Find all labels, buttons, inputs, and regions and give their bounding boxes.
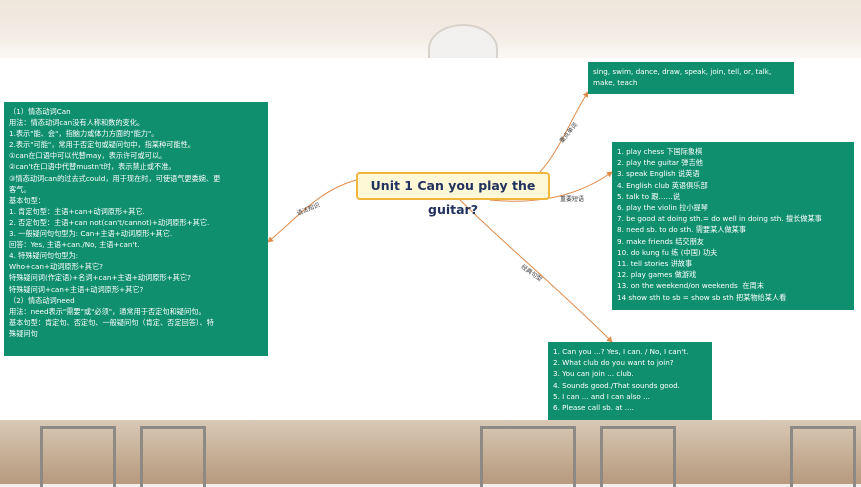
phrase-line: 1. play chess 下国际象棋: [617, 147, 703, 156]
grammar-line: （1）情态动词Can: [9, 107, 71, 116]
chair-image: [40, 426, 116, 487]
grammar-line: 回答：Yes, 主语+can./No, 主语+can't.: [9, 240, 140, 250]
grammar-line: 客气。: [9, 184, 31, 194]
phrase-line: 3. speak English 说英语: [617, 169, 700, 179]
phrase-line: 2. play the guitar 弹吉他: [617, 158, 703, 168]
phrase-line: 4. English club 英语俱乐部: [617, 180, 708, 190]
phrase-line: 7. be good at doing sth.= do well in doi…: [617, 214, 822, 224]
phrases-connector: [489, 171, 613, 202]
grammar-line: 基本句型：肯定句、否定句、一般疑问句（肯定、否定回答）、特: [9, 317, 214, 327]
sentence-line: 4. Sounds good./That sounds good.: [553, 380, 680, 390]
phrase-line: 10. do kung fu 练 (中国) 功夫: [617, 247, 718, 257]
sentence-line: 3. You can join ... club.: [553, 369, 634, 379]
phrase-line: 13. on the weekend/on weekends 在周末: [617, 281, 764, 291]
sentence-line: 1. Can you ...? Yes, I can. / No, I can'…: [553, 347, 689, 356]
grammar-line: 1.表示"能、会"，指脑力或体力方面的"能力"。: [9, 129, 159, 139]
grammar-line: 2.表示"可能"，常用于否定句或疑问句中，指某种可能性。: [9, 140, 195, 150]
grammar-line: ①can在口语中可以代替may，表示许可或可以。: [9, 151, 167, 161]
grammar-line: ②can't在口语中代替mustn't时，表示禁止或不准。: [9, 162, 176, 172]
vocab-connector: [539, 91, 589, 173]
grammar-knowledge-box[interactable]: （1）情态动词Can 用法：情态动词can没有人称和数的变化。 1.表示"能、会…: [4, 102, 268, 356]
phrase-line: 11. tell stories 讲故事: [617, 259, 693, 269]
sentence-line: 5. I can ... and I can also ...: [553, 391, 650, 401]
grammar-connector: [267, 179, 357, 243]
grammar-line: Who+can+动词原形+其它?: [9, 262, 103, 272]
grammar-line: 4. 特殊疑问句句型为:: [9, 251, 79, 261]
sentence-line: 6. Please call sb. at ....: [553, 403, 634, 413]
sentence-line: 2. What club do you want to join?: [553, 358, 674, 368]
key-words-box[interactable]: sing, swim, dance, draw, speak, join, te…: [588, 62, 794, 94]
grammar-line: 3. 一般疑问句句型为: Can+主语+动词原形+其它.: [9, 229, 173, 239]
grammar-line: 1. 肯定句型：主语+can+动词原形+其它.: [9, 206, 145, 216]
vocab-line: make, teach: [593, 78, 638, 87]
grammar-line: 殊疑问句: [9, 328, 38, 338]
key-phrases-box[interactable]: 1. play chess 下国际象棋 2. play the guitar 弹…: [612, 142, 854, 310]
classroom-floor-background: [0, 420, 861, 484]
chair-image: [790, 426, 856, 487]
central-topic[interactable]: Unit 1 Can you play the guitar?: [356, 172, 550, 217]
chair-image: [600, 426, 676, 487]
grammar-line: 基本句型：: [9, 195, 45, 205]
sentences-connector: [459, 199, 613, 343]
phrases-branch-label: 重要短语: [560, 196, 585, 203]
grammar-line: （2）情态动词need: [9, 295, 75, 305]
grammar-line: ③情态动词can的过去式could，用于现在时，可使语气更委婉、更: [9, 173, 221, 183]
grammar-line: 特殊疑问词(作定语)+名词+can+主语+动词原形+其它?: [9, 273, 191, 283]
phrase-line: 6. play the violin 拉小提琴: [617, 203, 708, 213]
phrase-line: 5. talk to 跟……说: [617, 191, 681, 201]
phrase-line: 14 show sth to sb = show sb sth 把某物给某人看: [617, 292, 787, 302]
grammar-line: 2. 否定句型：主语+can not(can't/cannot)+动词原形+其它…: [9, 217, 210, 227]
vocab-line: sing, swim, dance, draw, speak, join, te…: [593, 67, 772, 76]
phrase-line: 9. make friends 结交朋友: [617, 236, 704, 246]
phrase-line: 8. need sb. to do sth. 需要某人做某事: [617, 225, 747, 235]
phrase-line: 12. play games 做游戏: [617, 270, 697, 280]
chair-image: [140, 426, 206, 487]
grammar-line: 特殊疑问词+can+主语+动词原形+其它?: [9, 284, 144, 294]
grammar-line: 用法：need表示"需要"或"必须"，通常用于否定句和疑问句。: [9, 306, 206, 316]
grammar-line: 用法：情态动词can没有人称和数的变化。: [9, 118, 145, 128]
key-sentences-box[interactable]: 1. Can you ...? Yes, I can. / No, I can'…: [548, 342, 712, 420]
chair-image: [480, 426, 576, 487]
